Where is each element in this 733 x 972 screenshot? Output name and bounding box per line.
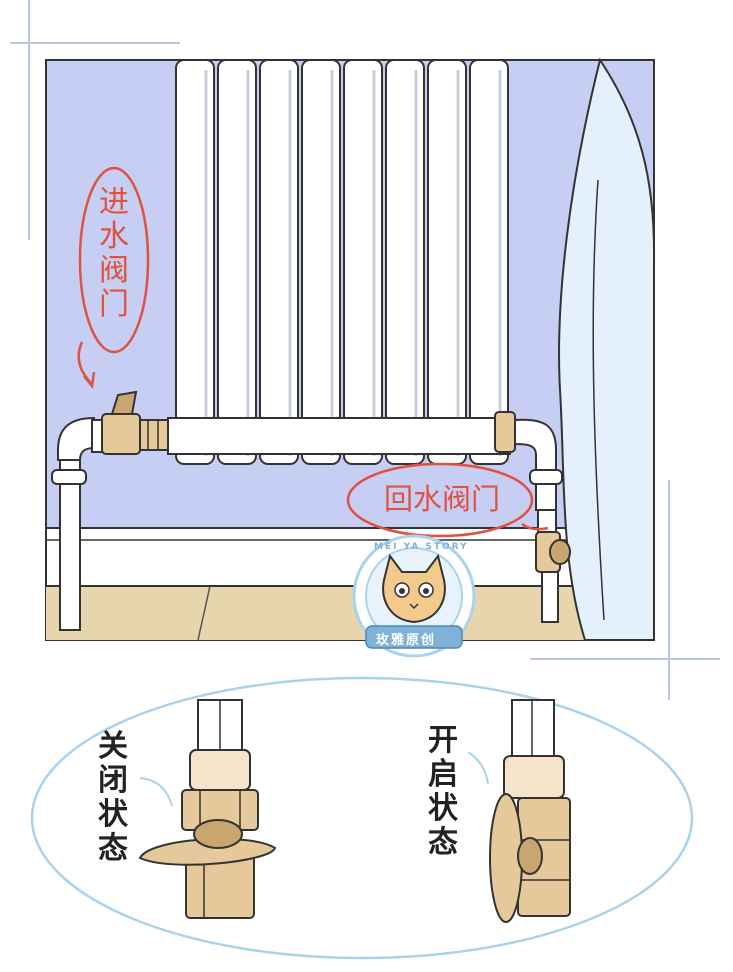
radiator-column (469, 59, 509, 465)
return-valve-label: 回水阀门 (383, 482, 500, 516)
frame-line-top (10, 42, 180, 44)
open-state-label: 开 启 状 态 (426, 726, 460, 862)
return-pipe (494, 411, 563, 623)
frame-line-right (668, 480, 670, 700)
closed-label-char: 状 (98, 797, 128, 832)
radiator-column (301, 59, 341, 465)
return-callout-arrow (521, 522, 549, 531)
radiator-column (427, 59, 467, 465)
frame-line-bottom (530, 658, 720, 660)
watermark-ring-text: MEI YA STORY (374, 542, 469, 552)
return-valve (535, 531, 571, 573)
return-callout-oval (346, 462, 534, 538)
open-label-char: 开 (428, 723, 458, 758)
closed-pointer-arrow (139, 777, 173, 807)
radiator-column (343, 59, 383, 465)
inlet-pipe (51, 416, 105, 631)
open-pointer-arrow (467, 751, 489, 785)
radiator-column (385, 59, 425, 465)
radiator-header-pipe (167, 417, 511, 455)
closed-label-char: 态 (98, 831, 128, 866)
inlet-callout-oval (78, 166, 150, 354)
radiator (175, 59, 509, 465)
valve-states-oval (30, 676, 694, 960)
radiator-column (259, 59, 299, 465)
open-label-char: 状 (428, 791, 458, 826)
floor-seam (197, 585, 211, 641)
watermark-text: 玫雅原创 (376, 633, 437, 648)
open-valve-illustration (489, 699, 571, 923)
inlet-label-char: 进 (99, 185, 129, 220)
closed-label-char: 闭 (98, 763, 128, 798)
inlet-valve-label: 进 水 阀 门 (97, 188, 131, 324)
closed-state-label: 关 闭 状 态 (96, 732, 130, 868)
baseboard (45, 527, 587, 587)
open-label-char: 启 (428, 757, 458, 792)
curtain (558, 57, 656, 641)
curtain-fold (592, 179, 605, 621)
radiator-column (217, 59, 257, 465)
floor (46, 586, 654, 640)
radiator-column (175, 59, 215, 465)
frame-line-left (28, 0, 30, 240)
closed-valve-illustration (138, 699, 277, 919)
open-label-char: 态 (428, 825, 458, 860)
closed-label-char: 关 (98, 729, 128, 764)
inlet-label-char: 水 (99, 219, 129, 254)
inlet-label-char: 阀 (99, 253, 129, 288)
inlet-valve (101, 390, 169, 455)
watermark-badge (352, 534, 476, 658)
inlet-label-char: 门 (99, 287, 129, 322)
